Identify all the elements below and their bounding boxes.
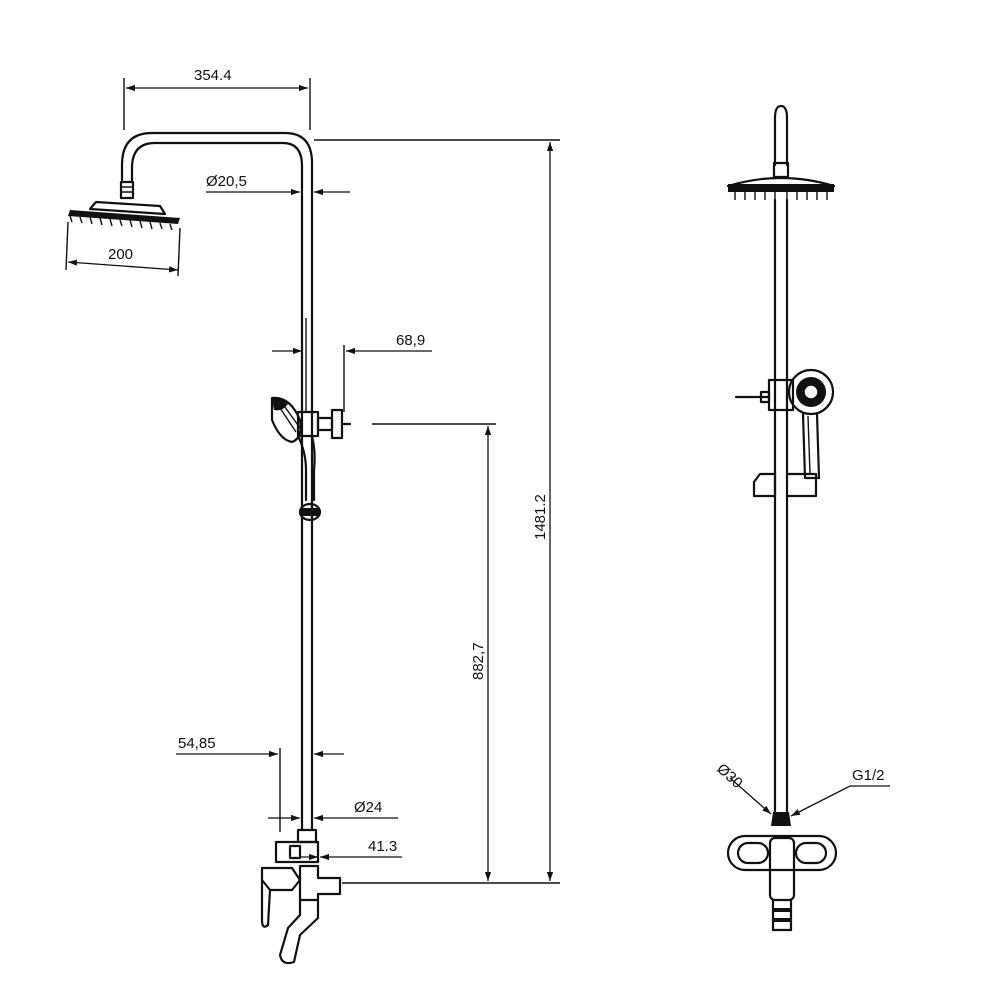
dim-thread: G1/2: [852, 767, 885, 784]
arm-top: [773, 104, 789, 167]
front-holder: [752, 472, 818, 498]
overhead-arm-outer: [120, 131, 314, 832]
front-mixer: [726, 834, 838, 932]
slide-bracket: [296, 408, 352, 440]
diameter-symbol: Ø: [354, 799, 366, 816]
hand-shower: [270, 396, 322, 522]
diameter-symbol: Ø: [206, 173, 218, 190]
rain-shower-head: [68, 200, 180, 231]
swivel-joint: [119, 180, 135, 200]
front-view: Ø30 G1/2: [713, 104, 890, 932]
dim-total-height: 1481.2: [532, 494, 549, 540]
dim-holder-height: 882,7: [470, 642, 487, 680]
dim-head-width: 200: [108, 246, 133, 263]
dim-bracket-offset: 68,9: [396, 332, 425, 349]
front-bracket: [734, 378, 795, 412]
hand-shower-front: [787, 368, 835, 480]
rain-head-front: [726, 176, 836, 200]
dim-pipe-diameter: Ø20,5: [206, 173, 247, 190]
side-view: 354.4 Ø20,5 200 68,9 1481.2 882,7 54,85: [65, 67, 560, 965]
front-inlet: [771, 812, 791, 826]
front-riser: [773, 198, 789, 814]
dim-outlet-offset: 41.3: [368, 838, 397, 855]
dim-head-reach: 354.4: [194, 67, 232, 84]
mixer-assembly: [260, 828, 342, 965]
dim-bar-diameter: Ø24: [354, 799, 382, 816]
dim-mixer-offset: 54,85: [178, 735, 216, 752]
overhead-arm-inner: [130, 141, 304, 832]
